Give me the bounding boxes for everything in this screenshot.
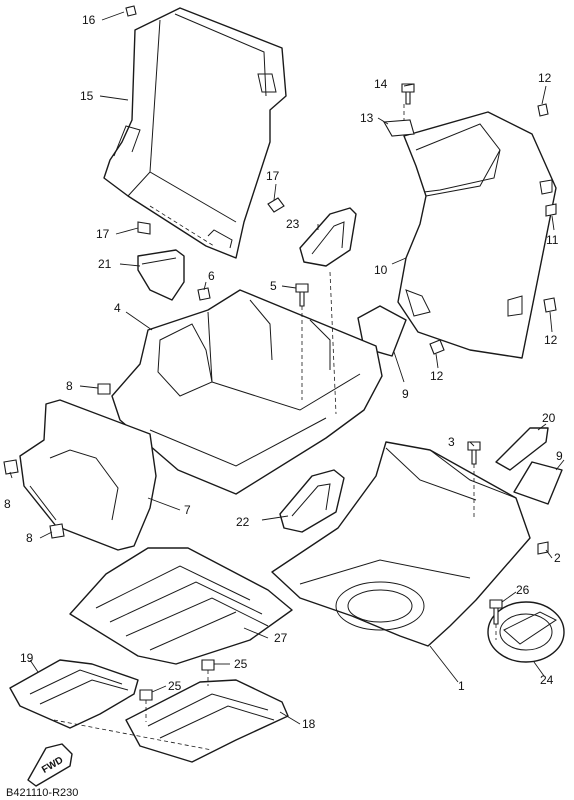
part-4-floor-tray[interactable]	[111, 289, 383, 495]
alignment-lines	[53, 104, 497, 751]
callout-24: 24	[540, 673, 554, 687]
diagram-code: B421110-R230	[6, 787, 78, 799]
part-12-bolt-b[interactable]	[543, 297, 557, 313]
part-14-bolt[interactable]	[401, 83, 415, 105]
part-8-bolt-c[interactable]	[49, 523, 65, 539]
part-26-bolt[interactable]	[489, 599, 503, 625]
callout-20: 20	[542, 411, 556, 425]
callout-12-right: 12	[544, 333, 558, 347]
fwd-arrow: FWD	[27, 743, 73, 787]
part-25-fastener-a[interactable]	[201, 659, 215, 671]
callout-21: 21	[98, 257, 112, 271]
callout-2: 2	[554, 551, 561, 565]
callout-14: 14	[374, 77, 388, 91]
part-22-handle[interactable]	[279, 469, 345, 533]
callout-27: 27	[274, 631, 288, 645]
callout-23: 23	[286, 217, 300, 231]
callout-10: 10	[374, 263, 388, 277]
part-8-bolt-b[interactable]	[3, 459, 19, 475]
callout-25-upper: 25	[234, 657, 248, 671]
callout-22: 22	[236, 515, 250, 529]
part-24-cover[interactable]	[487, 601, 565, 663]
part-21-bracket[interactable]	[137, 249, 185, 301]
callout-7: 7	[184, 503, 191, 517]
callout-17-lower: 17	[96, 227, 110, 241]
part-11-clip[interactable]	[545, 203, 557, 217]
part-15-side-panel[interactable]	[103, 7, 287, 259]
part-23-handle[interactable]	[299, 207, 357, 267]
part-25-fastener-b[interactable]	[139, 689, 153, 701]
callout-8-upper: 8	[66, 379, 73, 393]
callout-9-upper: 9	[402, 387, 409, 401]
callout-11: 11	[546, 233, 559, 247]
callout-13: 13	[360, 111, 374, 125]
part-19-lower-plate[interactable]	[9, 659, 139, 729]
part-20-bracket[interactable]	[495, 427, 549, 471]
callout-1: 1	[458, 679, 465, 693]
part-16-clip[interactable]	[125, 5, 137, 17]
callout-3: 3	[448, 435, 455, 449]
leader-lines	[9, 11, 565, 725]
callout-17-upper: 17	[266, 169, 280, 183]
callout-12-lower: 12	[430, 369, 444, 383]
callout-25-lower: 25	[168, 679, 182, 693]
part-7-left-panel[interactable]	[19, 399, 157, 551]
callout-4: 4	[114, 301, 121, 315]
callout-labels: 16 15 17 17 21 6 5 4 8 8 8 7 23 10 14 13…	[4, 13, 563, 731]
part-17-clip-a[interactable]	[267, 197, 285, 213]
part-17-clip-b[interactable]	[137, 221, 151, 235]
callout-5: 5	[270, 279, 277, 293]
callout-8-left: 8	[4, 497, 11, 511]
part-9-plate-b[interactable]	[513, 461, 563, 505]
part-12-bolt-a[interactable]	[537, 103, 549, 117]
part-1-right-floor-tray[interactable]	[271, 441, 531, 647]
callout-12-upper: 12	[538, 71, 552, 85]
part-13-bracket[interactable]	[383, 119, 415, 137]
part-2-clip[interactable]	[537, 541, 549, 555]
callout-15: 15	[80, 89, 94, 103]
callout-6: 6	[208, 269, 215, 283]
callout-8-lower: 8	[26, 531, 33, 545]
part-8-bolt-a[interactable]	[97, 383, 111, 395]
callout-9-right: 9	[556, 449, 563, 463]
callout-26: 26	[516, 583, 530, 597]
callout-16: 16	[82, 13, 96, 27]
part-5-bolt[interactable]	[295, 283, 309, 307]
callout-19: 19	[20, 651, 34, 665]
callout-18: 18	[302, 717, 316, 731]
part-27-skid-plate[interactable]	[69, 547, 293, 665]
part-12-bolt-c[interactable]	[429, 339, 445, 355]
part-3-bolt[interactable]	[467, 441, 481, 465]
part-10-duct-panel[interactable]	[397, 111, 557, 359]
